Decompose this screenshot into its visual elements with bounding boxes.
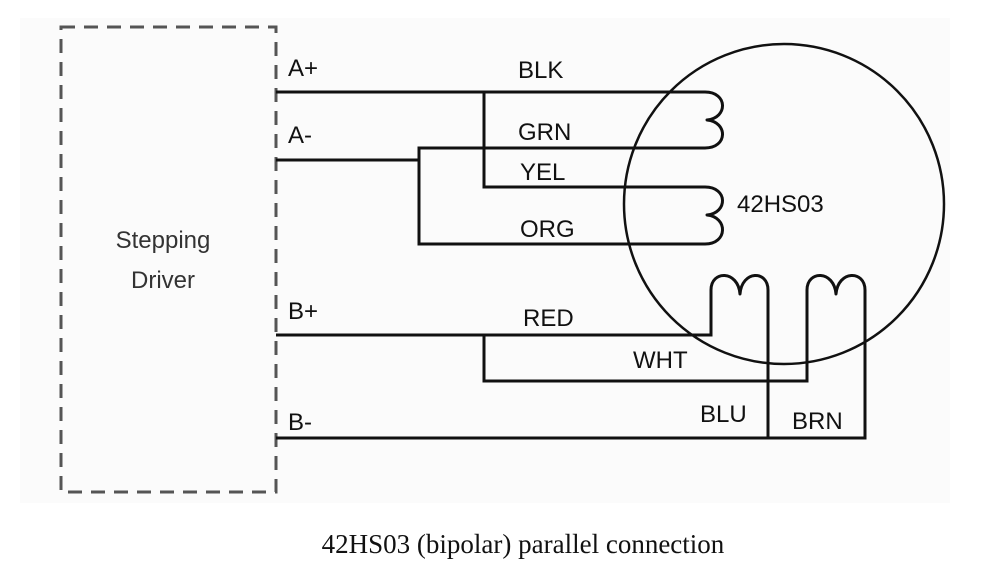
- motor-model-label: 42HS03: [737, 191, 824, 218]
- wire-label-grn: GRN: [518, 119, 571, 146]
- wire-red: [276, 290, 713, 337]
- terminal-a-minus-label: A-: [288, 122, 312, 149]
- motor-body: [622, 42, 946, 366]
- driver-label-line2: Driver: [131, 267, 195, 294]
- wire-wht: [482, 290, 809, 383]
- wire-label-brn: BRN: [792, 408, 843, 435]
- coil-b2: [805, 274, 867, 296]
- wire-label-org: ORG: [520, 216, 575, 243]
- wire-label-blu: BLU: [700, 401, 747, 428]
- figure-caption: 42HS03 (bipolar) parallel connection: [322, 529, 725, 559]
- wire-label-red: RED: [523, 305, 574, 332]
- wire-b-minus-brn: [276, 290, 867, 440]
- wire-label-wht: WHT: [633, 347, 688, 374]
- coil-b1: [709, 274, 770, 296]
- coil-a2: [704, 185, 724, 246]
- stepping-driver: Stepping Driver: [59, 25, 278, 494]
- driver-box: [59, 25, 278, 494]
- terminal-b-plus-label: B+: [288, 298, 318, 325]
- coil-a1: [704, 90, 724, 150]
- terminal-b-minus-label: B-: [288, 409, 312, 436]
- terminal-a-plus-label: A+: [288, 55, 318, 82]
- driver-label-line1: Stepping: [116, 227, 211, 254]
- phase-a-wiring: [276, 90, 724, 246]
- wire-label-blk: BLK: [518, 57, 563, 84]
- phase-b-wiring: [276, 274, 867, 440]
- wire-yel: [482, 92, 705, 189]
- wire-label-yel: YEL: [520, 159, 565, 186]
- wire-grn-org: [417, 146, 705, 246]
